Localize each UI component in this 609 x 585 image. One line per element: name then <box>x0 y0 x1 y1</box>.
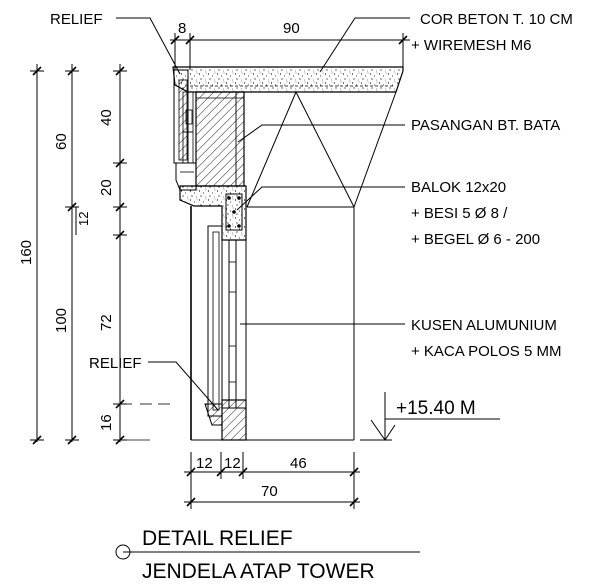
section-body <box>172 66 404 441</box>
dim-72: 72 <box>98 314 115 331</box>
label-balok-2: + BESI 5 Ø 8 / <box>411 205 508 222</box>
dim-60: 60 <box>53 133 70 150</box>
dim-8: 8 <box>178 20 186 37</box>
dim-70: 70 <box>261 483 278 500</box>
dim-46: 46 <box>290 455 307 472</box>
left-dimension-labels: 160 60 100 12 40 20 72 16 <box>18 109 115 431</box>
relief-bottom-profile <box>191 399 354 441</box>
title-line-1: DETAIL RELIEF <box>142 527 293 550</box>
dim-160: 160 <box>18 240 35 265</box>
dim-90: 90 <box>283 20 300 37</box>
dim-100: 100 <box>53 308 70 333</box>
label-balok-3: + BEGEL Ø 6 - 200 <box>411 231 540 248</box>
beam-balok <box>179 185 247 241</box>
title-line-2: JENDELA ATAP TOWER <box>142 560 375 583</box>
left-dimensions <box>30 64 170 445</box>
dim-40: 40 <box>98 109 115 126</box>
label-pasangan: PASANGAN BT. BATA <box>411 117 560 134</box>
label-cor-beton-1: COR BETON T. 10 CM <box>420 11 573 28</box>
label-kusen-2: + KACA POLOS 5 MM <box>411 343 561 360</box>
bottom-dimensions: 12 12 46 70 <box>184 452 360 509</box>
dim-16: 16 <box>98 414 115 431</box>
level-value: +15.40 M <box>396 398 476 419</box>
concrete-slab <box>172 66 404 93</box>
label-balok-1: BALOK 12x20 <box>411 179 506 196</box>
dim-12a: 12 <box>196 455 213 472</box>
label-kusen-1: KUSEN ALUMUNIUM <box>411 317 557 334</box>
level-marker: +15.40 M <box>360 392 500 441</box>
drawing-title: DETAIL RELIEF JENDELA ATAP TOWER <box>115 527 420 583</box>
dim-12b: 12 <box>224 455 241 472</box>
leader-lines <box>116 17 410 411</box>
top-dimensions: 8 90 <box>170 20 410 70</box>
label-cor-beton-2: + WIREMESH M6 <box>411 37 531 54</box>
brick-wall <box>195 91 245 187</box>
annotations: RELIEF COR BETON T. 10 CM + WIREMESH M6 … <box>50 11 573 372</box>
label-relief-top: RELIEF <box>50 11 103 28</box>
dim-12-left: 12 <box>76 212 91 226</box>
dim-20: 20 <box>98 179 115 196</box>
label-relief-bottom: RELIEF <box>89 355 142 372</box>
